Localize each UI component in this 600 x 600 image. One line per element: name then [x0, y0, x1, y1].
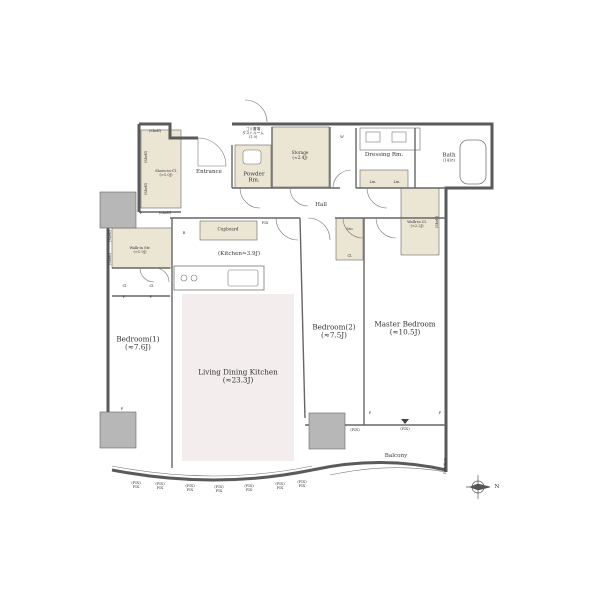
storage-label: Storage (≈2.4J) — [291, 150, 309, 161]
window-note: (FIX)FIX — [185, 483, 195, 492]
walkin-closet-area — [400, 187, 440, 256]
window-note: (FIX)FIX — [275, 481, 285, 490]
powder-line1: Powder — [243, 171, 265, 178]
r-mark: R — [182, 230, 186, 235]
p-mark: P — [120, 406, 124, 411]
vanity-icon — [391, 131, 407, 143]
shoes-closet-name: Shoes-in-Cl. — [155, 168, 177, 173]
closet-b-label: Cl. — [149, 283, 155, 288]
shelf-mark: (Shelf) — [143, 182, 148, 196]
fix-mark-balcony: (FIX) — [400, 426, 410, 431]
w-mark: W — [340, 134, 344, 139]
shoes-closet-size: (≈1.0J) — [159, 173, 173, 177]
hall-label: Hall — [315, 201, 327, 208]
window-note: (FIX)FIX — [155, 481, 165, 490]
walkin-storage-area — [111, 227, 173, 269]
shoes-closet-area — [140, 129, 182, 209]
linen1-label: Lin. — [369, 179, 377, 184]
window-marker-icon — [401, 419, 409, 424]
bath-line1: Bath — [442, 152, 456, 159]
window-note: (FIX)FIX — [244, 483, 254, 492]
pillar-bottom-mid — [308, 412, 346, 450]
walkin-closet-name: Walk-in Cl. — [407, 219, 427, 224]
trash-room-sub: ダストルーム — [242, 130, 264, 135]
window-note: (FIX)FIX — [214, 484, 224, 493]
trash-room-size: (1.0) — [248, 135, 258, 140]
bedroom2-label: Bedroom(2) (≈7.5J) — [312, 322, 356, 341]
master-size: (≈10.5J) — [389, 328, 421, 337]
shelf-mark: (Shelf) — [107, 229, 112, 243]
cupboard-area — [199, 220, 258, 241]
p-mark: P — [149, 294, 153, 299]
walkin-closet-size: (≈2.2J) — [410, 224, 424, 228]
storage-name: Storage — [291, 150, 309, 156]
storage-size: (≈2.4J) — [292, 155, 308, 160]
powder-line2: Rm. — [248, 178, 260, 184]
sto-label: Sto. — [346, 226, 354, 231]
stove-burner-icon — [190, 274, 198, 282]
dressing-label: Dressing Rm. — [364, 151, 404, 158]
fix-mark: FIX — [261, 220, 269, 225]
compass-icon — [466, 475, 491, 499]
ldk-size: (≈23.3J) — [222, 376, 254, 385]
fix-mark-balcony-2: (FIX) — [350, 427, 360, 432]
bedroom1-label: Bedroom(1) (≈7.6J) — [116, 334, 160, 353]
balcony-label: Balcony — [384, 452, 408, 459]
window-note: (FIX)FIX — [131, 480, 141, 489]
p-mark: P — [438, 410, 442, 415]
storage-area — [271, 126, 330, 188]
bath-label: Bath (1418) — [442, 153, 455, 164]
shelf-mark: (Shelf) — [107, 252, 112, 266]
powder-label: Powder Rm. — [243, 172, 264, 185]
walkin-storage-label: Walk-in Str. (≈1.9J) — [130, 246, 151, 254]
shelf-mark: (Shelf) — [148, 128, 162, 133]
bedroom1-name: Bedroom(1) — [116, 334, 160, 344]
partition-label: Partition — [442, 458, 447, 474]
trash-room-name: ゴミ置場 — [245, 126, 261, 131]
kitchen-label: (Kitchen≈3.9J) — [217, 250, 261, 257]
master-name: Master Bedroom — [374, 319, 436, 329]
bedroom2-size: (≈7.5J) — [321, 331, 347, 340]
pillar-bottom-left — [99, 411, 137, 449]
walkin-closet-label: Walk-in Cl. (≈2.2J) — [407, 220, 427, 228]
bedroom2-name: Bedroom(2) — [312, 322, 356, 332]
shelf-mark: (Shelf) — [143, 150, 148, 164]
p-mark: P — [139, 210, 143, 215]
compass-label: N — [494, 483, 500, 490]
vanity-icon — [365, 131, 381, 143]
pillar-top-left — [99, 191, 137, 229]
bedroom2-closet-area — [335, 217, 364, 261]
stove-burner-icon — [180, 274, 188, 282]
pillars — [99, 191, 346, 450]
window-note: (FIX)FIX — [297, 479, 307, 488]
walkin-storage-name: Walk-in Str. — [129, 245, 151, 250]
entrance-label: Entrance — [196, 168, 222, 175]
bathtub-icon — [459, 139, 487, 185]
shelf-mark: (Shelf) — [158, 210, 172, 215]
bedroom2-closet-label: Cl. — [347, 253, 353, 258]
p-mark: P — [122, 294, 126, 299]
beige-areas — [111, 126, 440, 269]
p-mark: P — [368, 410, 372, 415]
shelf-mark: (Shelf) — [434, 215, 439, 229]
trash-room-label: ゴミ置場 ダストルーム (1.0) — [242, 127, 263, 139]
washbasin-icon — [242, 149, 262, 165]
cupboard-label: Cupboard — [217, 226, 239, 232]
walkin-storage-size: (≈1.9J) — [133, 250, 147, 254]
ldk-floor — [182, 294, 294, 461]
doors — [139, 99, 397, 283]
linen-area — [359, 169, 409, 189]
closet-a-label: Cl. — [122, 283, 128, 288]
bath-line2: (1418) — [443, 159, 455, 164]
ldk-name: Living Dining Kitchen — [198, 367, 278, 377]
ldk-label: Living Dining Kitchen (≈23.3J) — [198, 367, 278, 386]
sink-icon — [227, 269, 259, 287]
window-sashes — [111, 465, 447, 477]
linen2-label: Lin. — [393, 179, 401, 184]
bedroom1-size: (≈7.6J) — [125, 343, 151, 352]
shoes-closet-label: Shoes-in-Cl. (≈1.0J) — [155, 169, 177, 177]
master-label: Master Bedroom (≈10.5J) — [374, 319, 436, 338]
